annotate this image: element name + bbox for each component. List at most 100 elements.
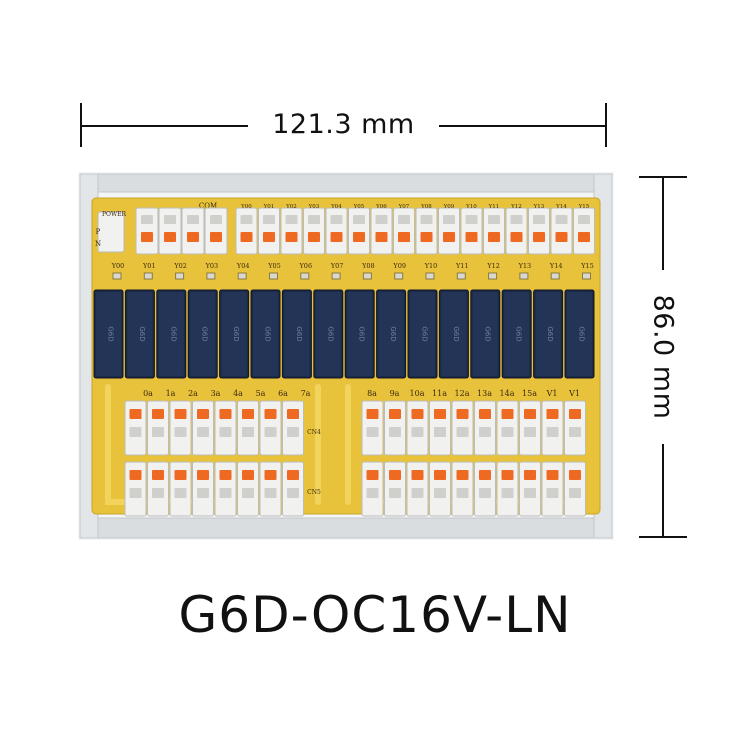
terminal-opening [524, 427, 536, 437]
din-rail-bottom [79, 517, 613, 539]
status-led [143, 272, 153, 280]
terminal-block [370, 207, 393, 255]
terminal-lever [197, 470, 209, 480]
terminal-opening [398, 215, 410, 224]
terminal-opening [479, 427, 491, 437]
terminal-lever [187, 232, 199, 242]
relay-marking: G6D [201, 326, 209, 341]
relay-marking: G6D [107, 326, 115, 341]
terminal-opening [366, 488, 379, 498]
terminal-lever [287, 470, 299, 480]
height-dimension-top-line [662, 176, 664, 270]
output-label: 2a [188, 389, 198, 398]
terminal-block [460, 207, 483, 255]
height-dimension-bottom-tick [639, 536, 687, 538]
terminal-opening [129, 488, 142, 498]
terminal-lever [420, 232, 433, 242]
output-label: 1a [166, 389, 176, 398]
terminal-opening [501, 427, 514, 437]
output-label: 4a [233, 389, 243, 398]
relay-row-label: Y02 [173, 262, 187, 270]
top-terminal-label: Y12 [510, 204, 522, 210]
relay-marking: G6D [389, 326, 397, 341]
relay-row-label: Y12 [486, 262, 500, 270]
output-label: 8a [367, 389, 377, 398]
status-led [362, 272, 372, 280]
terminal-opening [578, 215, 590, 224]
terminal-block [258, 207, 280, 255]
terminal-block [415, 207, 438, 255]
height-dimension-label: 86.0 mm [647, 294, 679, 420]
terminal-block [573, 207, 595, 255]
terminal-opening [197, 427, 209, 437]
terminal-block [280, 207, 303, 255]
relay-face [410, 292, 435, 376]
terminal-lever [242, 409, 254, 419]
relay-marking: G6D [546, 326, 554, 341]
terminal-block [325, 207, 348, 255]
terminal-block [505, 207, 528, 255]
height-dimension: 86.0 mm [639, 176, 687, 538]
status-led [394, 272, 404, 280]
terminal-lever [569, 409, 581, 419]
relay-marking: G6D [578, 326, 586, 341]
output-label: 11a [432, 389, 447, 398]
terminal-opening [524, 488, 536, 498]
terminal-opening [210, 215, 222, 224]
terminal-lever [197, 409, 209, 419]
terminal-opening [465, 215, 478, 224]
terminal-block [393, 207, 415, 255]
terminal-opening [411, 488, 424, 498]
relay-face [315, 292, 341, 376]
terminal-lever [578, 232, 590, 242]
terminal-lever [456, 470, 469, 480]
terminal-lever [443, 232, 455, 242]
terminal-opening [285, 215, 298, 224]
relay-marking: G6D [515, 326, 523, 341]
status-led [331, 272, 341, 280]
terminal-lever [555, 232, 568, 242]
terminal-lever [141, 232, 153, 242]
terminal-block [528, 207, 550, 255]
power-pin-label: N [95, 240, 101, 248]
terminal-opening [308, 215, 320, 224]
model-number: G6D-OC16V-LN [178, 586, 572, 644]
status-led [425, 272, 435, 280]
status-led [112, 272, 122, 280]
terminal-opening [152, 488, 164, 498]
terminal-opening [264, 488, 277, 498]
terminal-lever [569, 470, 581, 480]
output-label: 15a [522, 389, 537, 398]
terminal-lever [174, 409, 187, 419]
status-led [269, 272, 278, 280]
height-dimension-bottom-line [662, 444, 664, 538]
status-led [519, 272, 529, 280]
relay-row-label: Y10 [424, 262, 438, 270]
terminal-lever [219, 470, 232, 480]
terminal-opening [434, 488, 446, 498]
output-label: 7a [301, 389, 311, 398]
terminal-lever [240, 232, 253, 242]
relay-face [127, 292, 153, 376]
relay-row-label: Y11 [455, 262, 469, 270]
relay-marking: G6D [358, 326, 366, 341]
terminal-opening [219, 427, 232, 437]
relay-row-label: Y06 [299, 262, 313, 270]
terminal-opening [152, 427, 164, 437]
terminal-block [135, 207, 159, 255]
top-terminal-label: Y09 [443, 204, 455, 210]
terminal-opening [420, 215, 433, 224]
output-label: 10a [410, 389, 425, 398]
terminal-opening [141, 215, 153, 224]
relay-face [472, 292, 498, 376]
output-label: 14a [500, 389, 515, 398]
cn-label: CN4 [307, 429, 321, 436]
relay-face [158, 292, 184, 376]
terminal-opening [264, 427, 277, 437]
status-led [488, 272, 498, 280]
relay-face [96, 292, 121, 376]
terminal-opening [389, 488, 401, 498]
terminal-opening [287, 427, 299, 437]
output-label: V1 [568, 389, 580, 398]
relay-marking: G6D [421, 326, 429, 341]
